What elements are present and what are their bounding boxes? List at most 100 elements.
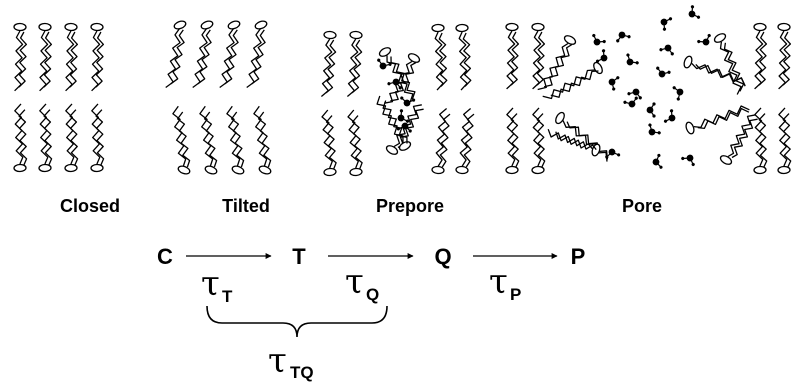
lipid-head <box>378 47 392 57</box>
lipid-tail <box>192 28 208 89</box>
water-molecule <box>396 122 412 133</box>
water-molecule <box>616 31 631 43</box>
lipid-tail <box>566 121 609 160</box>
rate-tau-p: τ <box>489 262 508 302</box>
lipid-tail <box>458 31 468 91</box>
lipid-tail <box>170 29 185 85</box>
lipid-tail <box>65 103 75 165</box>
lipid-tail <box>459 108 472 167</box>
lipid-tail <box>390 56 416 100</box>
lipid-head <box>431 23 445 33</box>
lipid-tail <box>18 109 28 166</box>
water-molecule <box>397 109 410 123</box>
lipid-head <box>398 141 412 151</box>
lipid-head <box>777 165 791 175</box>
water-molecule <box>592 33 606 46</box>
label-pore: Pore <box>622 196 662 216</box>
lipid-tail <box>532 30 542 90</box>
tilted-bilayer <box>165 20 272 175</box>
lipid-head <box>505 165 519 175</box>
lipid-tail <box>199 105 214 167</box>
water-molecule <box>595 49 608 63</box>
water-molecule <box>681 154 695 167</box>
lipid-head <box>713 33 727 43</box>
lipid-head <box>204 165 218 175</box>
pore-bilayer <box>505 22 792 175</box>
water-molecule <box>648 123 661 136</box>
lipid-tail <box>778 30 788 90</box>
lipid-tail <box>382 100 408 144</box>
lipid-tail <box>510 31 520 86</box>
rate-tau-tq: τ <box>268 341 287 381</box>
lipid-head <box>323 30 337 40</box>
lipid-tail <box>462 32 472 87</box>
lipid-tail <box>537 42 569 91</box>
lipid-head <box>64 163 78 173</box>
water-molecule <box>660 17 673 31</box>
water-molecule <box>697 33 711 46</box>
lipid-head <box>685 121 695 135</box>
lipid-head <box>323 167 337 177</box>
water-molecule <box>688 5 701 19</box>
lipid-tail <box>346 38 359 97</box>
lipid-tail <box>224 29 239 85</box>
lipid-tail <box>782 31 792 86</box>
water-molecule <box>400 96 416 107</box>
rate-tau-tq-sub: TQ <box>290 363 314 382</box>
lipid-tail <box>719 41 742 95</box>
lipid-head <box>407 53 421 63</box>
water-molecule <box>659 44 674 56</box>
lipid-tail <box>731 118 758 159</box>
rate-tau-q-sub: Q <box>366 285 379 304</box>
water-molecule <box>672 86 684 101</box>
lipid-head <box>753 165 767 175</box>
lipid-head <box>38 163 52 173</box>
lipid-head <box>90 22 104 32</box>
lipid-tail <box>230 111 245 168</box>
lipid-tail <box>321 109 333 169</box>
water-molecule <box>663 109 676 123</box>
state-c: C <box>157 244 173 269</box>
label-prepore: Prepore <box>376 196 444 216</box>
lipid-tail <box>246 28 262 89</box>
water-molecule <box>623 96 638 108</box>
lipid-tail <box>543 43 573 88</box>
lipid-head <box>385 145 399 155</box>
lipid-head <box>349 30 363 40</box>
label-closed: Closed <box>60 196 120 216</box>
lipid-head <box>719 155 733 165</box>
lipid-tail <box>438 32 448 87</box>
water-molecule <box>608 76 620 91</box>
lipid-tail <box>754 107 764 167</box>
lipid-tail <box>91 103 101 165</box>
lipid-head <box>13 22 27 32</box>
rate-tau-q: τ <box>345 262 364 302</box>
lipid-tail <box>65 30 75 92</box>
lipid-head <box>38 22 52 32</box>
lipid-tail <box>463 113 475 168</box>
lipid-tail <box>510 113 520 168</box>
state-p: P <box>571 244 586 269</box>
lipid-tail <box>320 38 333 97</box>
lipid-head <box>531 22 545 32</box>
lipid-tail <box>384 60 413 104</box>
lipid-tail <box>39 30 49 92</box>
lipid-tail <box>697 107 750 130</box>
water-molecule <box>652 153 663 169</box>
lipid-tail <box>219 28 235 89</box>
water-molecule <box>377 58 392 70</box>
lipid-tail <box>69 109 79 166</box>
lipid-head <box>13 163 27 173</box>
lipid-head <box>555 111 565 125</box>
lipid-head <box>531 165 545 175</box>
lipid-tail <box>435 108 448 167</box>
lipid-head <box>593 61 603 75</box>
lipid-head <box>777 22 791 32</box>
water-molecule <box>626 53 639 66</box>
water-molecule <box>646 102 656 118</box>
lipid-tail <box>550 70 599 98</box>
label-tilted: Tilted <box>222 196 270 216</box>
lipid-tail <box>562 120 608 162</box>
lipid-tail <box>536 113 546 168</box>
